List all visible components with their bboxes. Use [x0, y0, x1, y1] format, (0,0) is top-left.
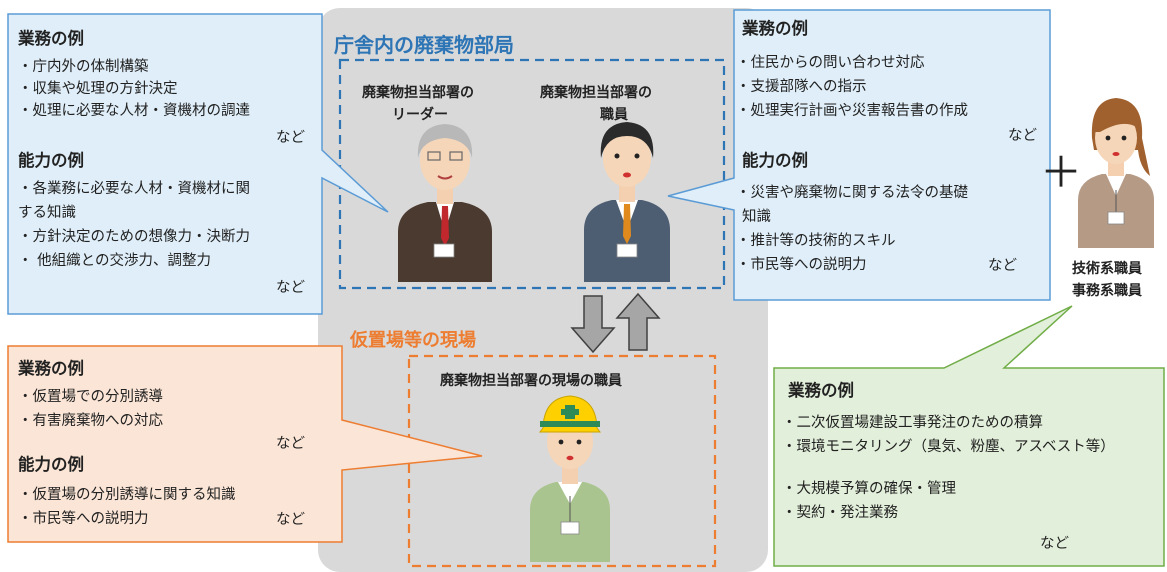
right-bottom-work-item: ・契約・発注業務 — [782, 505, 898, 521]
left-top-work-item: ・庁内外の体制構築 — [18, 59, 149, 75]
right-top-work-item: ・支援部隊への指示 — [736, 79, 867, 95]
staff-label-line2: 職員 — [600, 107, 628, 123]
left-bottom-work-etc: など — [276, 436, 305, 452]
right-top-work-heading: 業務の例 — [742, 19, 808, 38]
leader-person — [398, 124, 492, 282]
left-top-ability-heading: 能力の例 — [18, 151, 84, 170]
left-bottom-ability-item: ・市民等への説明力 — [18, 511, 149, 527]
left-top-ability-item: ・ 他組織との交渉力、調整力 — [18, 253, 211, 269]
right-top-ability-etc: など — [988, 258, 1017, 274]
site-dashed-box — [407, 354, 717, 568]
left-bottom-work-item: ・有害廃棄物への対応 — [18, 413, 163, 429]
right-top-ability-item: ・推計等の技術的スキル — [736, 233, 896, 249]
site-staff-label: 廃棄物担当部署の現場の職員 — [440, 373, 622, 389]
left-bottom-ability-etc: など — [276, 512, 305, 528]
right-top-work-etc: など — [1008, 128, 1037, 144]
right-bottom-work-etc: など — [1040, 536, 1069, 552]
left-top-callout — [7, 13, 389, 315]
right-top-ability-item: ・市民等への説明力 — [736, 257, 867, 273]
right-bottom-callout — [773, 305, 1165, 567]
left-bottom-ability-heading: 能力の例 — [18, 455, 84, 474]
site-worker-person — [530, 395, 610, 562]
left-top-ability-etc: など — [276, 280, 305, 296]
right-bottom-work-item: ・大規模予算の確保・管理 — [782, 481, 956, 497]
left-top-ability-item: ・方針決定のための想像力・決断力 — [18, 229, 250, 245]
plus-sign: ＋ — [1040, 148, 1083, 197]
right-top-callout — [667, 9, 1051, 301]
left-bottom-work-heading: 業務の例 — [18, 359, 84, 378]
left-top-work-heading: 業務の例 — [18, 29, 84, 48]
left-bottom-callout — [7, 345, 483, 543]
right-bottom-work-item: ・環境モニタリング（臭気、粉塵、アスベスト等） — [782, 439, 1115, 455]
tech-staff-label-line2: 事務系職員 — [1072, 283, 1142, 299]
down-arrow — [570, 295, 616, 354]
left-top-work-item: ・収集や処理の方針決定 — [18, 81, 178, 97]
right-top-ability-heading: 能力の例 — [742, 151, 808, 170]
left-top-work-etc: など — [276, 130, 305, 146]
left-top-ability-item: ・各業務に必要な人材・資機材に関 — [18, 181, 250, 197]
right-top-ability-item: ・災害や廃棄物に関する法令の基礎 — [736, 185, 968, 201]
right-top-work-item: ・処理実行計画や災害報告書の作成 — [736, 103, 968, 119]
site-title: 仮置場等の現場 — [350, 330, 476, 351]
tech-staff-person — [1078, 98, 1154, 248]
office-title: 庁舎内の廃棄物部局 — [334, 33, 514, 57]
right-top-ability-item: 知識 — [742, 209, 771, 225]
right-bottom-work-heading: 業務の例 — [788, 381, 854, 400]
staff-label-line1: 廃棄物担当部署の — [540, 85, 652, 101]
leader-label-line2: リーダー — [392, 107, 448, 123]
up-arrow — [615, 292, 661, 351]
left-bottom-work-item: ・仮置場での分別誘導 — [18, 389, 163, 405]
left-bottom-ability-item: ・仮置場の分別誘導に関する知識 — [18, 487, 236, 503]
right-top-work-item: ・住民からの問い合わせ対応 — [736, 55, 925, 71]
staff-person — [584, 122, 670, 282]
left-top-ability-item: する知識 — [18, 205, 76, 221]
tech-staff-label-line1: 技術系職員 — [1072, 261, 1142, 277]
leader-label-line1: 廃棄物担当部署の — [362, 85, 474, 101]
right-bottom-work-item: ・二次仮置場建設工事発注のための積算 — [782, 415, 1043, 431]
left-top-work-item: ・処理に必要な人材・資機材の調達 — [18, 103, 250, 119]
